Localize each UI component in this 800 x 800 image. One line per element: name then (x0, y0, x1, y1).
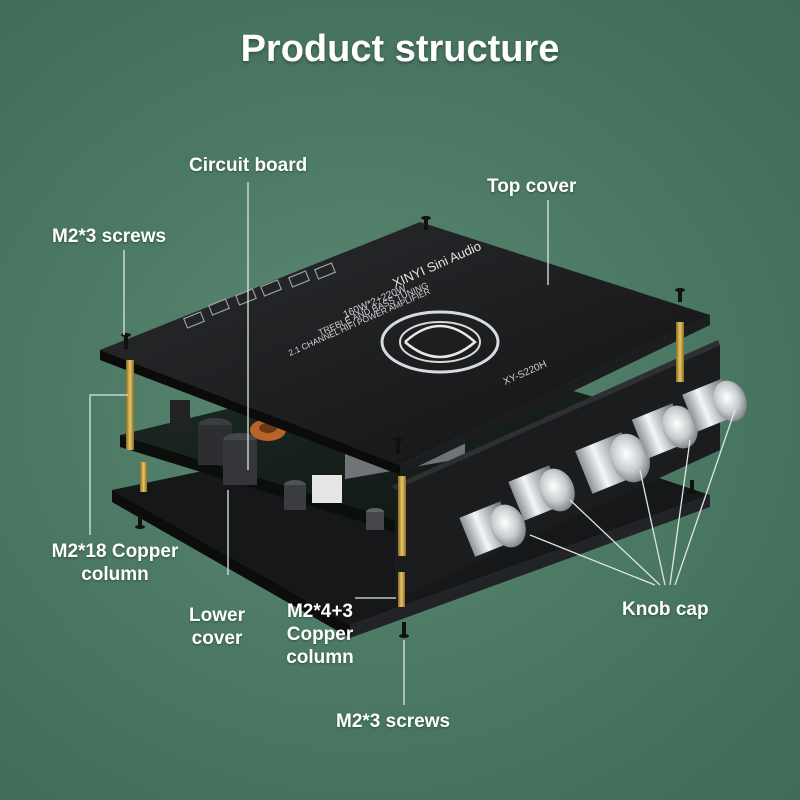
label-lower-cover: Lower cover (172, 604, 262, 650)
knob-5 (682, 378, 747, 432)
label-m23-screws-top: M2*3 screws (52, 226, 167, 247)
leader-lines (89, 182, 736, 705)
label-lower-cover-line2: cover (191, 628, 243, 649)
copper-column-front (398, 476, 406, 556)
copper-column-left (126, 360, 134, 450)
page-title: Product structure (240, 28, 560, 70)
label-circuit-board: Circuit board (189, 155, 308, 176)
label-m243-line1: M2*4+3 (286, 601, 354, 622)
copper-column-lower-front (398, 572, 405, 607)
label-lower-cover-line1: Lower (189, 605, 245, 626)
knob-1 (459, 501, 526, 557)
label-m23-screws-bottom: M2*3 screws (336, 711, 451, 732)
knob-caps (459, 378, 747, 557)
label-top-cover: Top cover (487, 176, 577, 197)
label-knob-cap: Knob cap (622, 599, 709, 620)
label-m218-line1: M2*18 Copper (51, 541, 179, 562)
label-m218-copper-column: M2*18 Copper column (30, 540, 200, 586)
knob-2 (508, 465, 575, 521)
copper-column-lower-left (140, 462, 147, 492)
label-m243-copper-column: M2*4+3 Copper column (265, 600, 375, 669)
label-m218-line2: column (81, 564, 149, 585)
label-m243-line3: column (286, 647, 354, 668)
copper-columns (126, 322, 684, 607)
screws (121, 216, 697, 638)
copper-column-right (676, 322, 684, 382)
label-m243-line2: Copper (286, 624, 354, 645)
top-cover: XINYI Sini Audio 160W*2+220W TREBLE AND … (100, 222, 710, 475)
leader-m218 (89, 394, 128, 535)
knob-4 (631, 403, 698, 459)
